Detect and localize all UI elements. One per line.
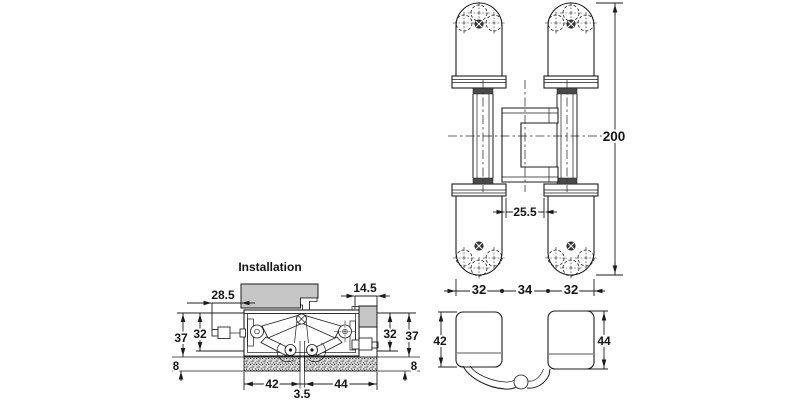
dim-label-frame-inset: 28.5 bbox=[211, 288, 235, 302]
dim-label-right-outer: 37 bbox=[405, 329, 419, 343]
link-arm bbox=[312, 336, 343, 357]
centerlines bbox=[448, 80, 602, 192]
dim-width-row: 32 34 32 bbox=[444, 279, 605, 299]
hinge-mechanism bbox=[250, 313, 356, 390]
adjustment-screw-right bbox=[351, 337, 379, 351]
dim-bottom-widths: 42 44 3.5 bbox=[243, 372, 378, 400]
dim-right-block-height: 44 bbox=[587, 310, 613, 370]
dim-dot bbox=[500, 289, 504, 293]
center-bracket bbox=[501, 107, 559, 183]
seal-strip-right bbox=[304, 356, 378, 372]
hinge-front-view: 200 25.5 32 34 32 bbox=[444, 2, 627, 299]
screw-hole-pattern-bottom-left bbox=[453, 241, 505, 279]
installation-view: Installation bbox=[171, 258, 421, 400]
seal-strip-left bbox=[243, 356, 301, 372]
door-section bbox=[351, 305, 378, 357]
dim-door-inset: 14.5 bbox=[341, 279, 390, 309]
dim-label-total-height: 200 bbox=[603, 129, 626, 144]
right-mounting-block bbox=[547, 310, 595, 370]
dim-total-height: 200 bbox=[596, 2, 627, 276]
dim-left-block-height: 42 bbox=[431, 311, 457, 368]
dim-label-center-gap: 34 bbox=[518, 282, 533, 297]
dim-label-seal-right: 8 bbox=[411, 361, 418, 373]
dim-label-right-plate: 32 bbox=[564, 282, 578, 297]
dim-label-door-inset: 14.5 bbox=[353, 281, 377, 295]
dim-label-right-block: 44 bbox=[597, 334, 611, 348]
dim-label-left-outer: 37 bbox=[174, 331, 188, 345]
pivot-circle-left bbox=[250, 324, 264, 339]
dim-left-depths: 37 32 8 bbox=[171, 312, 244, 381]
screw-hole-pattern-top-right bbox=[545, 2, 597, 34]
adjustment-screw-left bbox=[211, 326, 246, 339]
hinge-bottom-view: 42 44 bbox=[431, 310, 613, 390]
dim-label-frame-part: 42 bbox=[265, 377, 279, 391]
screw-hole-pattern-bottom-right bbox=[545, 241, 597, 279]
dim-label-left-inner: 32 bbox=[193, 327, 207, 341]
pivot-circle bbox=[513, 374, 529, 390]
dim-frame-inset: 28.5 bbox=[187, 286, 255, 331]
dim-label-left-block: 42 bbox=[433, 334, 447, 348]
screw-hole-pattern-top-left bbox=[453, 2, 505, 34]
dim-dot bbox=[546, 289, 550, 293]
linkage-arms bbox=[462, 365, 551, 390]
dim-label-seal-left: 8 bbox=[173, 361, 180, 373]
dim-label-left-plate: 32 bbox=[472, 282, 486, 297]
dim-label-center-width: 25.5 bbox=[513, 205, 537, 219]
top-left-plate bbox=[455, 2, 503, 77]
dim-label-right-inner: 32 bbox=[383, 327, 397, 341]
link-arm bbox=[260, 336, 291, 357]
dim-right-depths: 32 37 8 bbox=[377, 312, 421, 381]
dim-label-door-part: 44 bbox=[334, 377, 348, 391]
installation-title: Installation bbox=[238, 260, 301, 274]
top-right-plate bbox=[547, 2, 595, 77]
dim-label-center-gap: 3.5 bbox=[294, 387, 311, 400]
dim-center-width: 25.5 bbox=[493, 198, 557, 221]
left-mounting-block bbox=[455, 311, 503, 368]
